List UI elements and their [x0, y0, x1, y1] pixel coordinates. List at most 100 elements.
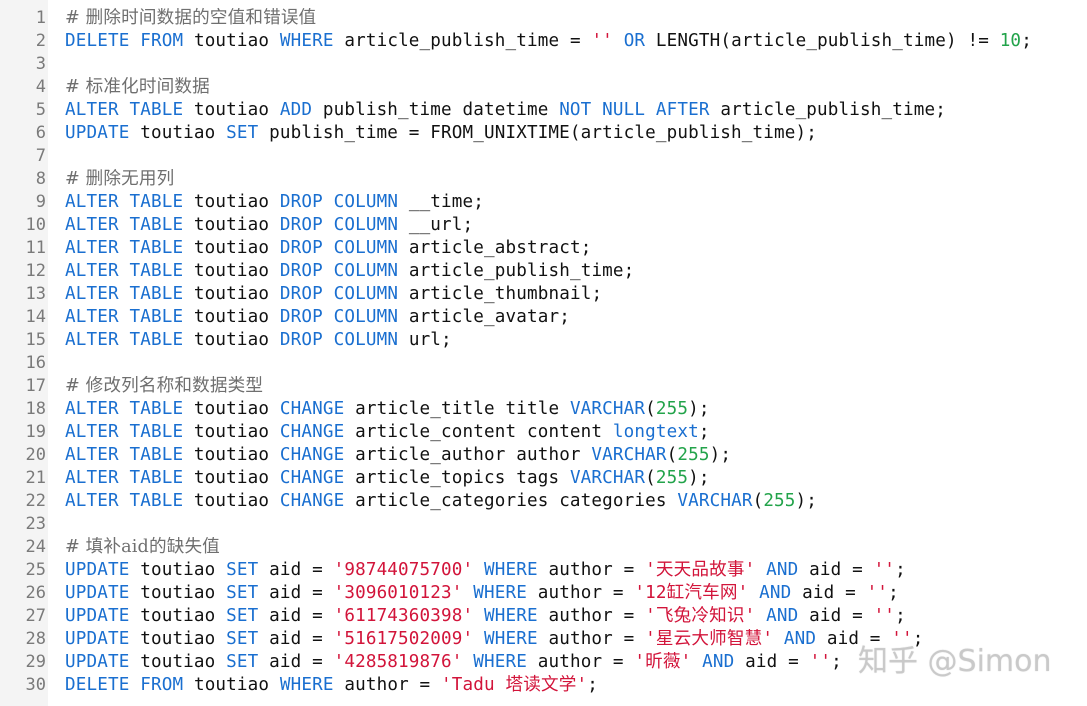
keyword-token: WHERE — [484, 606, 538, 626]
keyword-token: VARCHAR — [677, 491, 753, 511]
code-text: ; — [895, 606, 906, 626]
number-token: 255 — [655, 468, 689, 488]
code-text: aid = — [791, 583, 867, 603]
code-text — [119, 491, 130, 511]
keyword-token: UPDATE — [65, 629, 130, 649]
keyword-token: AFTER — [655, 100, 710, 120]
code-text: toutiao — [129, 652, 227, 672]
code-line[interactable]: 7 — [0, 145, 1087, 168]
string-token: '飞兔冷知识' — [645, 606, 756, 626]
line-number: 30 — [25, 675, 46, 695]
keyword-token: VARCHAR — [569, 399, 646, 419]
code-text: ( — [666, 445, 678, 465]
keyword-token: COLUMN — [333, 330, 399, 350]
code-line[interactable]: 17# 修改列名称和数据类型 — [0, 375, 1087, 398]
keyword-token: UPDATE — [65, 652, 130, 672]
code-line[interactable]: 16 — [0, 352, 1087, 375]
code-text — [463, 652, 474, 672]
keyword-token: TABLE — [129, 284, 184, 304]
code-text — [119, 100, 130, 120]
code-line[interactable]: 4# 标准化时间数据 — [0, 76, 1087, 99]
keyword-token: COLUMN — [333, 261, 399, 281]
keyword-token: SET — [226, 560, 259, 580]
comment-token: # 填补aid的缺失值 — [65, 537, 220, 557]
keyword-token: DROP — [279, 192, 323, 212]
code-text — [119, 468, 130, 488]
code-content: ALTER TABLE toutiao DROP COLUMN article_… — [65, 237, 591, 260]
code-line[interactable]: 1# 删除时间数据的空值和错误值 — [0, 7, 1087, 30]
keyword-token: ALTER — [65, 215, 119, 235]
code-text: author = — [526, 583, 635, 603]
string-token: '' — [891, 629, 913, 649]
keyword-token: DROP — [279, 215, 323, 235]
keyword-token: ADD — [279, 100, 313, 120]
code-line[interactable]: 23 — [0, 513, 1087, 536]
code-text — [691, 652, 702, 672]
keyword-token: TABLE — [129, 100, 184, 120]
code-line[interactable]: 3 — [0, 53, 1087, 76]
code-line[interactable]: 24# 填补aid的缺失值 — [0, 536, 1087, 559]
keyword-token: TABLE — [129, 238, 184, 258]
keyword-token: WHERE — [484, 560, 538, 580]
code-text: toutiao — [129, 583, 227, 603]
code-text: ); — [688, 399, 710, 419]
code-content: ALTER TABLE toutiao DROP COLUMN article_… — [65, 283, 602, 306]
code-text: aid = — [798, 606, 874, 626]
code-line[interactable]: 8# 删除无用列 — [0, 168, 1087, 191]
keyword-token: TABLE — [129, 215, 184, 235]
line-number: 10 — [25, 215, 46, 235]
code-text — [119, 192, 130, 212]
line-number: 29 — [25, 652, 46, 672]
keyword-token: FROM — [140, 675, 184, 695]
code-text: article_publish_time; — [398, 261, 635, 281]
code-text: toutiao — [183, 468, 280, 488]
code-text: ; — [912, 629, 924, 649]
string-token: '天天品故事' — [645, 560, 756, 580]
code-text: aid = — [258, 606, 334, 626]
code-text — [323, 192, 334, 212]
code-content: DELETE FROM toutiao WHERE article_publis… — [65, 30, 1032, 53]
code-text: ; — [895, 560, 906, 580]
code-text: toutiao — [183, 192, 280, 212]
code-text: toutiao — [183, 399, 280, 419]
code-text: article_topics tags — [344, 468, 570, 488]
code-text: article_publish_time; — [709, 100, 946, 120]
code-text: aid = — [258, 560, 334, 580]
keyword-token: AND — [766, 606, 799, 626]
code-text — [755, 606, 766, 626]
line-number: 18 — [25, 399, 46, 419]
keyword-token: NOT — [559, 100, 592, 120]
code-text: toutiao — [183, 100, 280, 120]
keyword-token: TABLE — [129, 491, 184, 511]
code-text: article_author author — [344, 445, 592, 465]
code-content: UPDATE toutiao SET aid = '3096010123' WH… — [65, 582, 899, 605]
line-number: 9 — [35, 192, 46, 212]
code-text — [119, 422, 130, 442]
keyword-token: AND — [766, 560, 799, 580]
code-text: article_title title — [344, 399, 570, 419]
code-text: LENGTH(article_publish_time) != — [645, 31, 1000, 51]
keyword-token: CHANGE — [279, 491, 345, 511]
